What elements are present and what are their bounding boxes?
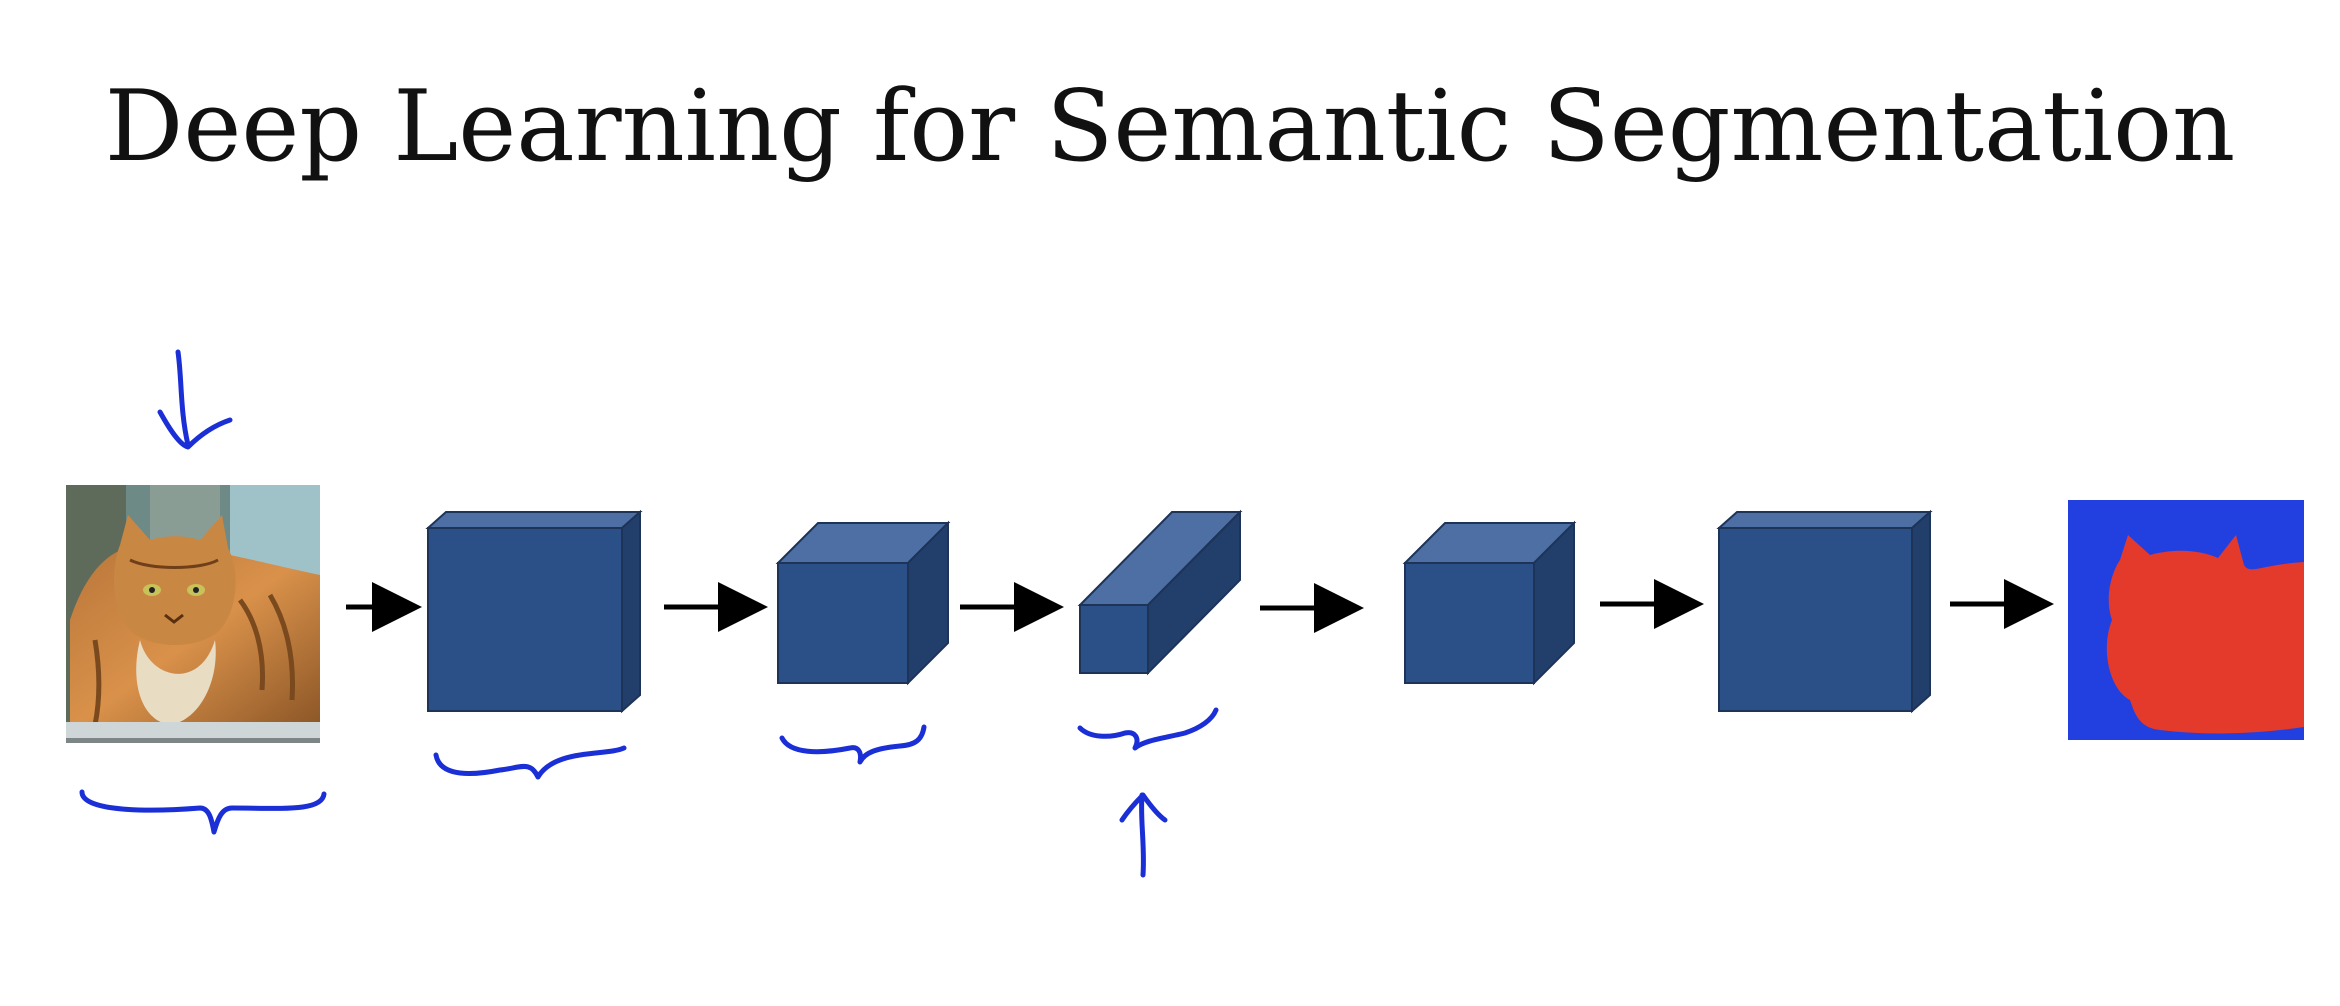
pipeline-arrows [346,579,2054,633]
feature-volume-4 [1402,520,1577,686]
input-pointer-arrow [157,349,233,450]
feature-volume-5 [1716,509,1933,714]
volume-2-brace [779,724,927,765]
handwritten-annotations [79,349,1219,878]
slide-title: Deep Learning for Semantic Segmentation [104,70,2236,184]
input-cat-image [66,485,320,743]
bottleneck-brace [1077,707,1219,751]
bottleneck-pointer-arrow [1119,792,1168,878]
feature-volume-1 [425,509,643,714]
output-segmentation-mask [2068,500,2304,740]
input-brace [79,789,327,835]
feature-volume-2 [775,520,951,686]
volume-1-brace [433,745,627,780]
bottleneck-volume [1077,509,1243,676]
